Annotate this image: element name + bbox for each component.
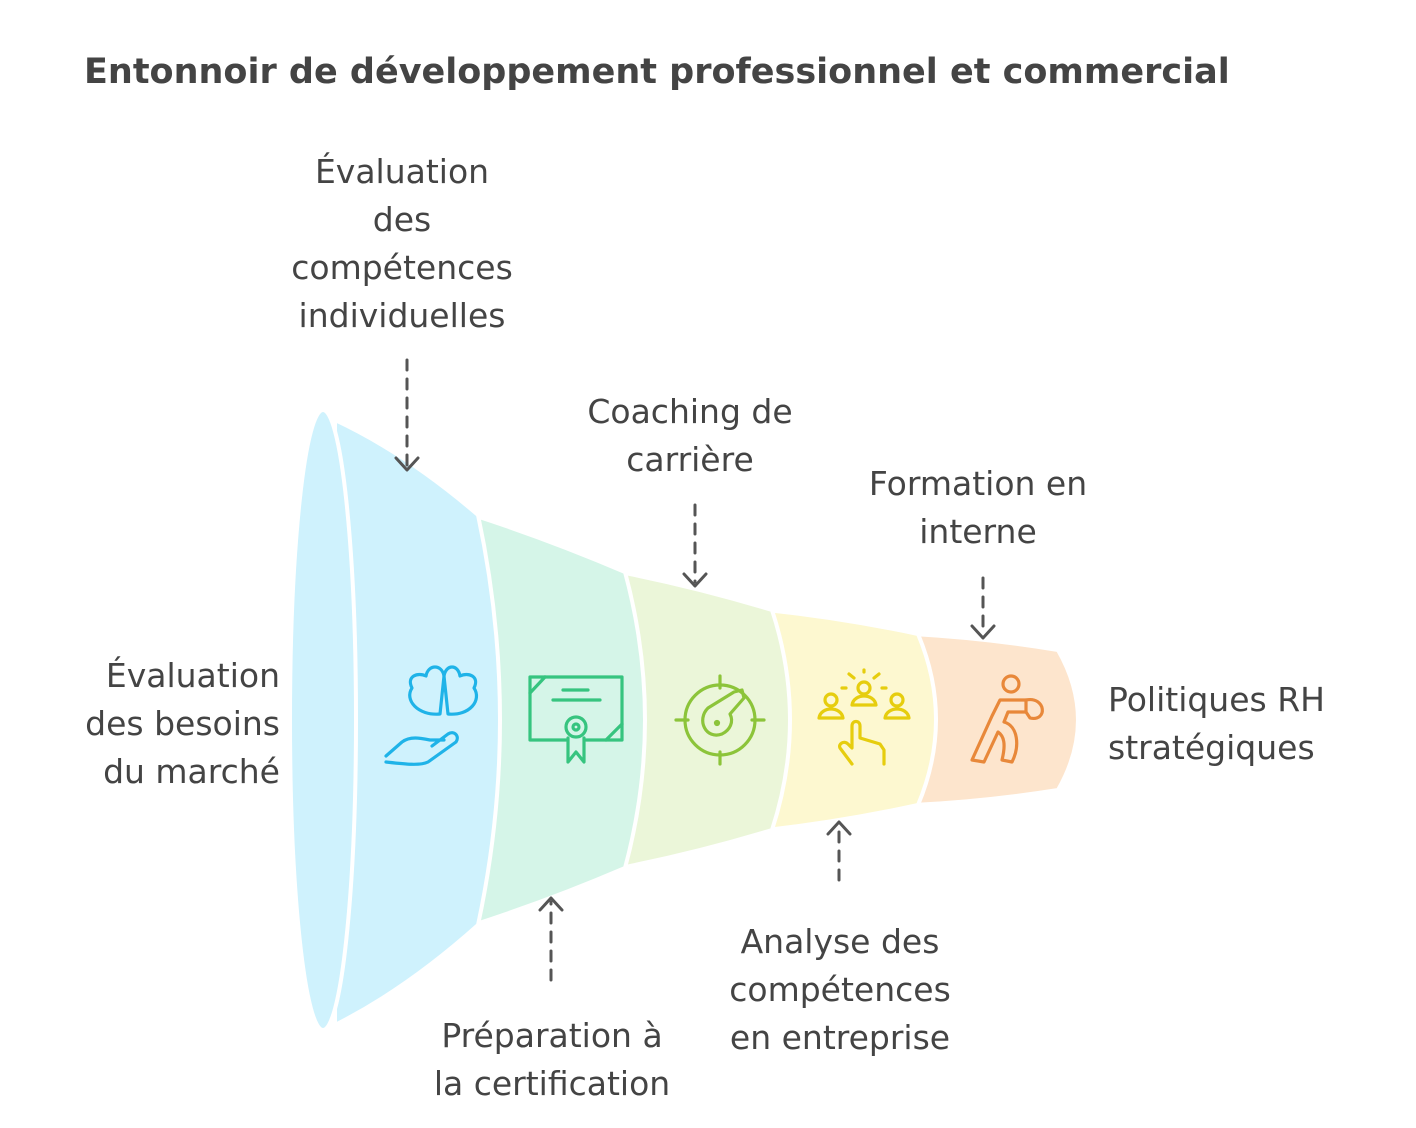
arrowhead-3 (682, 572, 708, 588)
team-selection-icon (817, 668, 911, 766)
stage-label-3: Coaching de carrière (587, 392, 793, 479)
stage-label-2: Préparation à la certification (433, 1016, 671, 1103)
funnel-segment-1 (333, 416, 502, 1029)
funnel-segment-5 (911, 631, 1080, 808)
diagram-title: Entonnoir de développement professionnel… (84, 52, 1230, 92)
arrowhead-1 (394, 456, 420, 472)
stage-label-1: Évaluation des compétences individuelles (291, 152, 513, 335)
arrowhead-4 (826, 820, 852, 836)
target-key-icon (674, 674, 766, 766)
boxer-icon (970, 674, 1044, 764)
output-label: Politiques RH stratégiques (1108, 680, 1325, 767)
certificate-icon (528, 675, 624, 764)
stage-label-5: Formation en interne (868, 464, 1088, 551)
funnel-mouth (288, 408, 358, 1032)
input-label: Évaluation des besoins du marché (85, 656, 280, 791)
stage-label-4: Analyse des compétences en entreprise (729, 922, 951, 1057)
arrowhead-2 (538, 896, 564, 912)
arrowhead-5 (970, 624, 996, 640)
funnel-segment-4 (765, 607, 938, 833)
funnel-segment-3 (618, 569, 792, 871)
brain-in-hand-icon (384, 665, 479, 766)
